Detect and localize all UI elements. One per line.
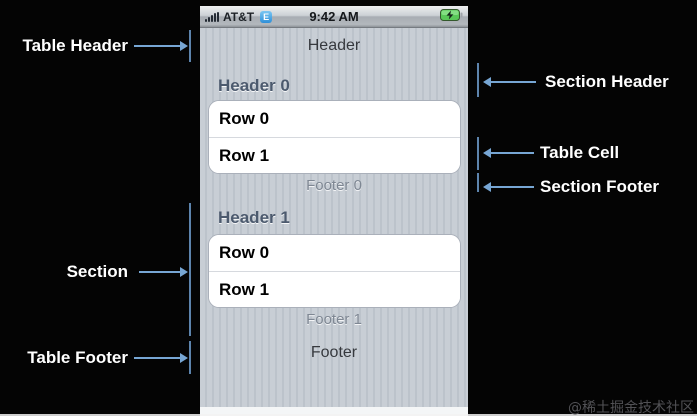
table-footer: Footer	[310, 344, 358, 361]
signal-strength-icon	[205, 11, 219, 22]
arrow-right-icon	[139, 267, 188, 277]
annotation-section: Section	[66, 262, 128, 281]
table-cell[interactable]: Row 0	[209, 235, 460, 271]
status-bar-right	[440, 8, 463, 26]
table-header-bracket	[189, 30, 191, 62]
section-bracket	[189, 203, 191, 336]
clock-label: 9:42 AM	[309, 9, 359, 24]
section-group-1: Row 0 Row 1	[208, 234, 461, 308]
watermark: @稀土掘金技术社区	[568, 400, 694, 416]
table-cell-bracket	[477, 137, 479, 170]
section-header-0: Header 0	[218, 76, 290, 95]
section-group-0: Row 0 Row 1	[208, 100, 461, 174]
arrow-left-icon	[483, 182, 534, 192]
table-cell[interactable]: Row 0	[209, 101, 460, 137]
annotation-table-cell: Table Cell	[540, 143, 620, 162]
annotation-table-header: Table Header	[22, 36, 128, 55]
edge-network-icon: E	[260, 10, 273, 23]
iphone-screen: AT&T E 9:42 AM Header Header 0 Row 0	[200, 6, 468, 407]
table-cell[interactable]: Row 1	[209, 137, 460, 173]
section-footer-bracket	[477, 173, 479, 192]
arrow-right-icon	[134, 353, 188, 363]
image-bottom-edge	[0, 414, 697, 416]
section-footer-1: Footer 1	[306, 311, 362, 328]
status-bar-left: AT&T E	[205, 9, 273, 24]
carrier-label: AT&T	[223, 9, 255, 24]
arrow-left-icon	[483, 77, 536, 87]
screen-bottom-strip	[200, 407, 468, 416]
table-footer-bracket	[189, 341, 191, 374]
status-bar: AT&T E 9:42 AM	[200, 6, 468, 28]
annotation-section-header: Section Header	[545, 72, 669, 91]
arrow-left-icon	[483, 148, 534, 158]
section-header-1: Header 1	[218, 208, 290, 227]
table-cell[interactable]: Row 1	[209, 271, 460, 307]
arrow-right-icon	[134, 41, 188, 51]
annotation-section-footer: Section Footer	[540, 177, 660, 196]
table-header: Header	[307, 37, 361, 54]
battery-charging-icon	[440, 8, 463, 26]
section-header-bracket	[477, 63, 479, 97]
annotation-table-footer: Table Footer	[27, 348, 128, 367]
section-footer-0: Footer 0	[306, 177, 362, 194]
